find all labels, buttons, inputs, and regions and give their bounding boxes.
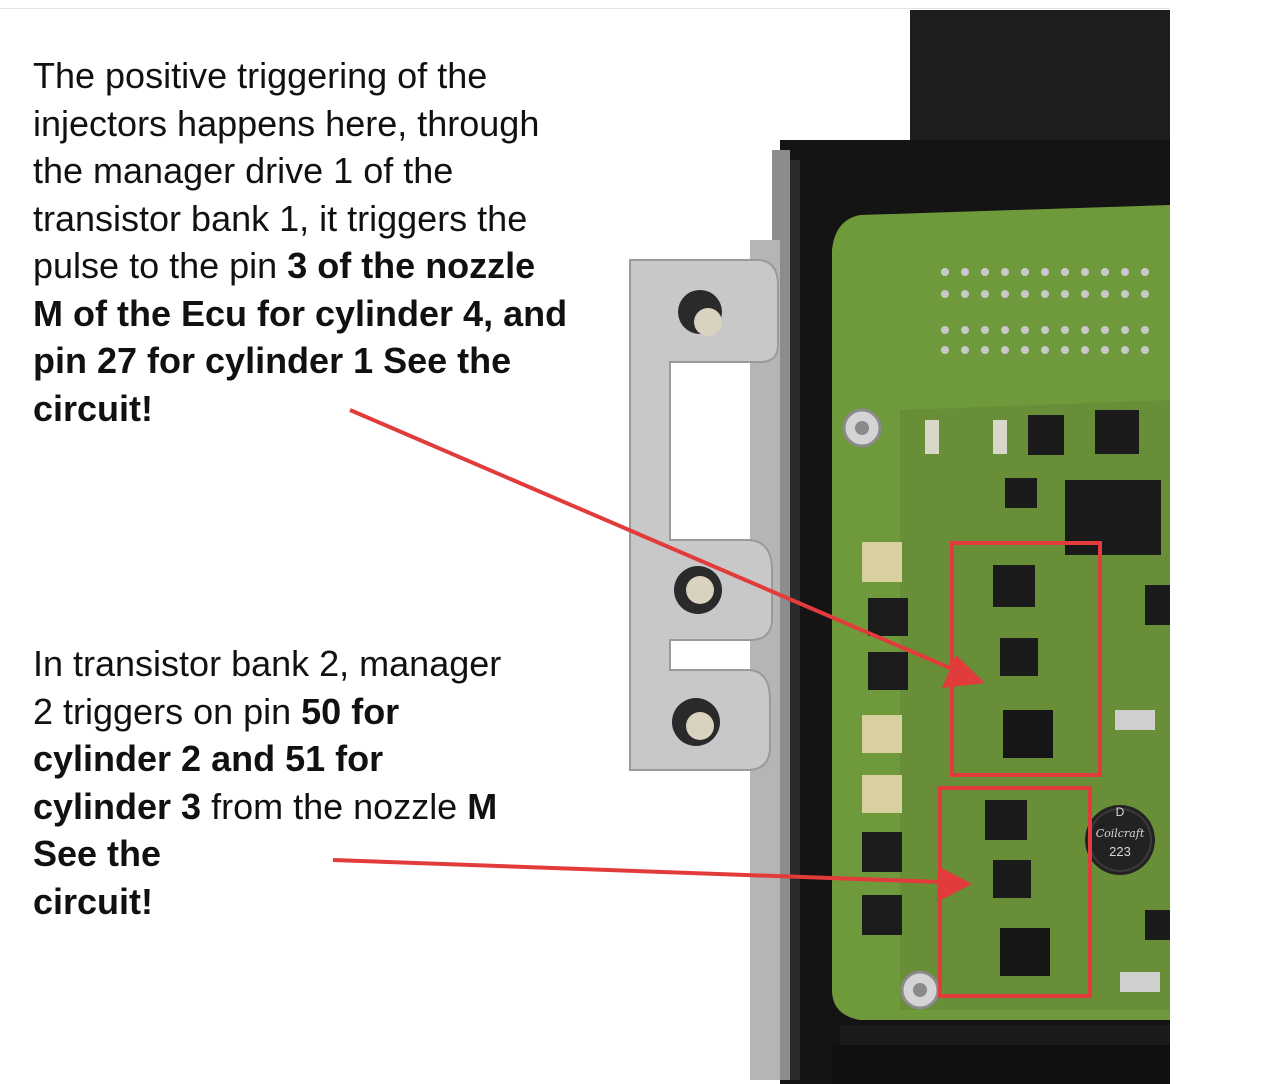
right-margin <box>1170 0 1280 1084</box>
annotation-2-line: In transistor bank 2, manager <box>33 643 502 684</box>
annotation-1-line: the manager drive 1 of the <box>33 150 454 191</box>
annotation-2-bold: M <box>467 785 498 827</box>
coil-number: 223 <box>1109 844 1131 859</box>
annotation-2-line: from the nozzle <box>201 785 468 827</box>
annotation-1-bold: M of the Ecu for cylinder 4, and <box>33 292 568 334</box>
coil-letter: D <box>1116 805 1125 819</box>
annotation-1-line: The positive triggering of the <box>33 55 488 96</box>
annotation-bank-1: The positive triggering of the injectors… <box>33 52 693 432</box>
annotation-1-bold: 3 of the nozzle <box>287 245 536 286</box>
top-divider <box>0 8 1170 9</box>
annotation-1-bold: circuit! <box>33 387 154 429</box>
annotation-2-bold: circuit! <box>33 880 154 922</box>
annotation-2-bold: cylinder 2 and 51 for <box>33 738 384 779</box>
annotation-2-bold: cylinder 3 <box>33 785 202 827</box>
coil-brand: Coilcraft <box>1096 827 1145 840</box>
circuit-board <box>832 205 1170 1084</box>
coil-inductor: D Coilcraft 223 <box>1085 805 1155 875</box>
annotation-1-bold: pin 27 for cylinder 1 See the <box>33 340 512 381</box>
annotation-bank-2: In transistor bank 2, manager 2 triggers… <box>33 640 633 925</box>
annotation-1-line: pulse to the pin <box>33 245 288 286</box>
ecu-board-photo: D Coilcraft 223 <box>600 10 1170 1084</box>
annotation-1-line: transistor bank 1, it triggers the <box>33 197 528 239</box>
annotation-2-bold: 50 for <box>301 690 400 732</box>
annotation-2-bold: See the <box>33 833 162 874</box>
annotation-2-line: 2 triggers on pin <box>33 690 302 732</box>
annotation-1-line: injectors happens here, through <box>33 102 540 144</box>
